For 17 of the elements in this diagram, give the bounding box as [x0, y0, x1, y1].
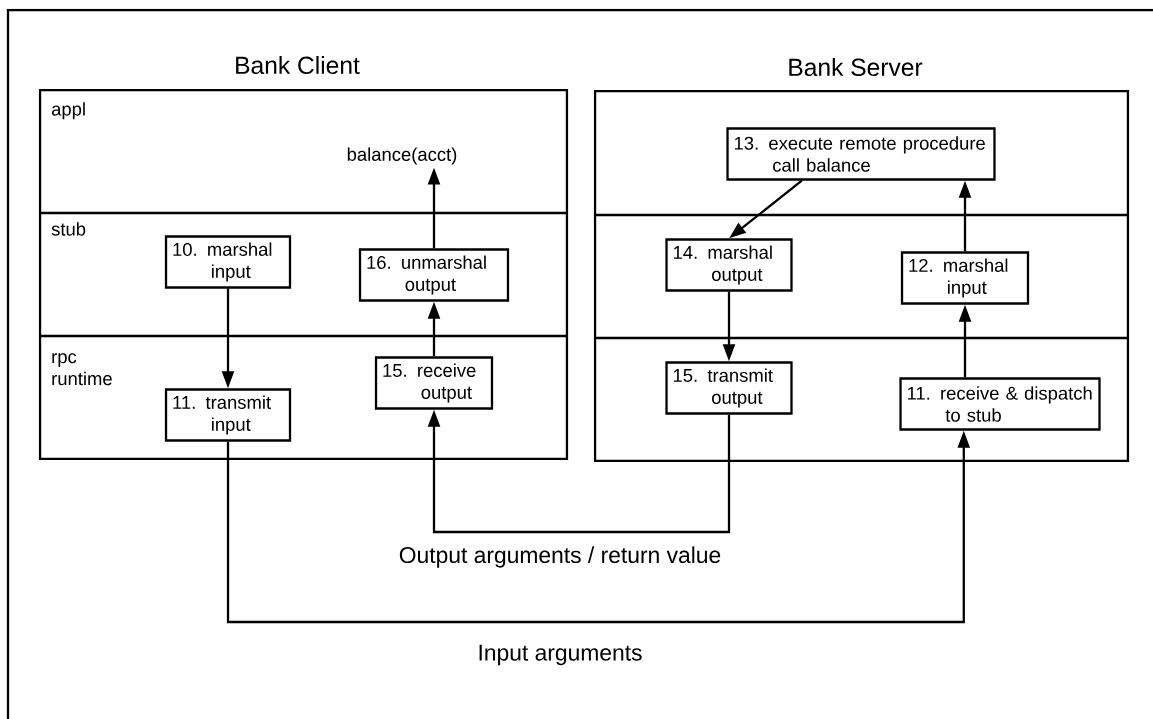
step-box: 12. marshal input — [900, 251, 1030, 305]
box-title: Bank Client — [236, 55, 360, 75]
edge-label: Input arguments — [475, 643, 645, 667]
step-box: 11. transmit input — [164, 388, 292, 442]
layer-label: rpc runtime — [52, 353, 112, 386]
step-box: 14. marshal output — [665, 238, 793, 292]
step-box: 13. execute remote procedure call balance — [726, 127, 996, 181]
step-box: 10. marshal input — [164, 235, 292, 289]
layer-label: stub — [51, 222, 86, 236]
call-text: balance(acct) — [347, 147, 457, 165]
step-box: 15. transmit output — [665, 361, 793, 415]
step-box: 15. receive output — [374, 356, 494, 410]
step-box: 11. receive & dispatch to stub — [899, 377, 1101, 431]
step-box: 16. unmarshal output — [358, 248, 510, 302]
edge-label: Output arguments / return value — [397, 544, 723, 570]
box-title: Bank Server — [789, 57, 923, 77]
layer-label: appl — [51, 102, 85, 120]
